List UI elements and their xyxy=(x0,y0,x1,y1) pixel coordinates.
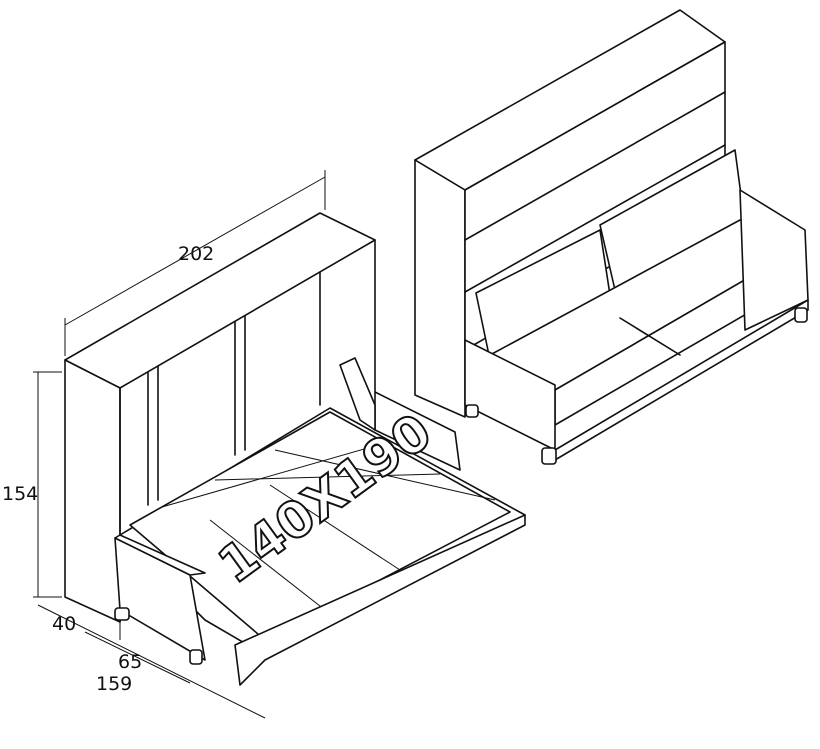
width-dimension-label: 202 xyxy=(178,243,214,265)
open-depth-total-label: 159 xyxy=(96,673,132,695)
closed-depth-dimension-label: 40 xyxy=(52,613,76,635)
dimension-lines xyxy=(33,170,326,719)
open-wall-bed xyxy=(64,212,526,686)
open-depth-extra-label: 65 xyxy=(118,651,142,673)
closed-wall-bed-with-sofa xyxy=(414,9,809,465)
height-dimension-label: 154 xyxy=(2,483,38,505)
